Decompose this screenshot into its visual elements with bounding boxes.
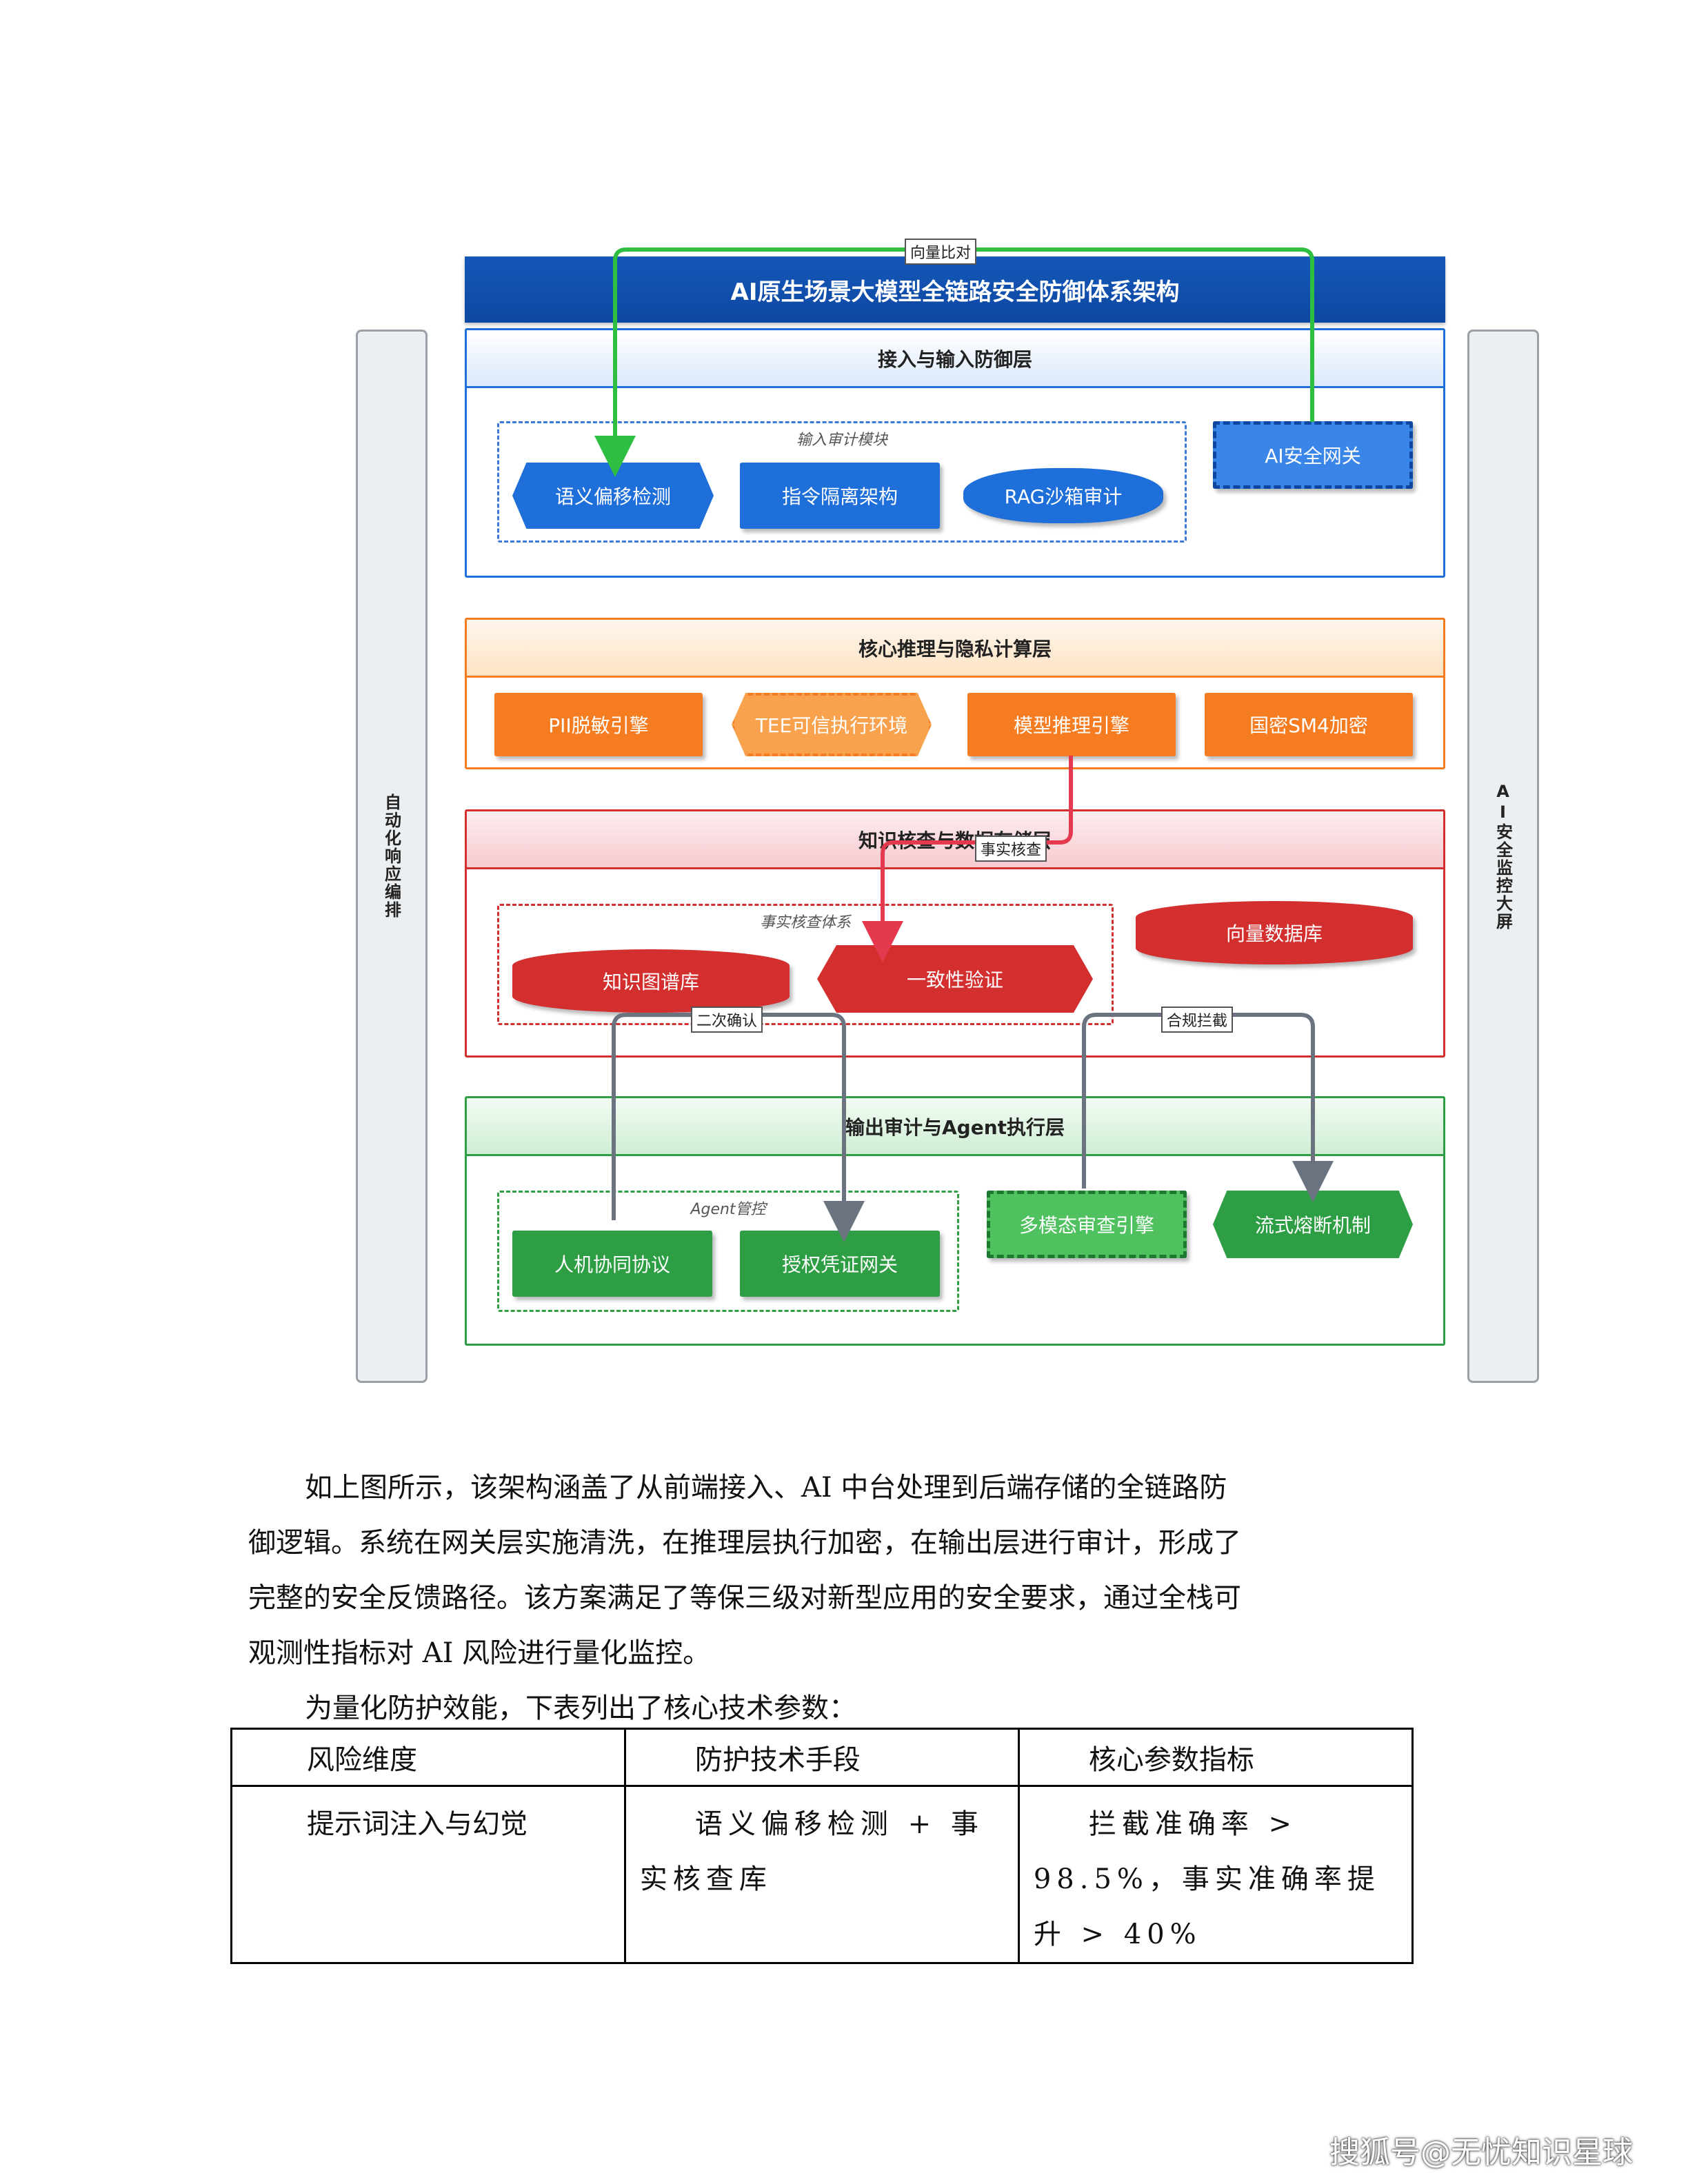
human-ai-protocol-node: 人机协同协议 [512, 1231, 712, 1297]
architecture-diagram: 自动化响应编排 AI安全监控大屏 AI原生场景大模型全链路安全防御体系架构 接入… [314, 207, 1611, 1448]
fact-check-label-tag: 事实核查 [975, 836, 1047, 862]
auto-response-column: 自动化响应编排 [356, 330, 428, 1383]
sm4-encryption-node: 国密SM4加密 [1205, 693, 1413, 756]
table-row: 提示词注入与幻觉 语义偏移检测 + 事实核查库 拦截准确率 > 98.5%，事实… [230, 1785, 1414, 1964]
knowledge-graph-node: 知识图谱库 [512, 949, 790, 1013]
model-inference-node: 模型推理引擎 [967, 693, 1176, 756]
ai-monitor-column: AI安全监控大屏 [1467, 330, 1539, 1383]
table-header-row: 风险维度 防护技术手段 核心参数指标 [230, 1728, 1414, 1787]
diagram-title: AI原生场景大模型全链路安全防御体系架构 [465, 256, 1445, 323]
body-paragraph-1: 如上图所示，该架构涵盖了从前端接入、AI 中台处理到后端存储的全链路防 御逻辑。… [248, 1460, 1434, 1681]
vector-compare-label: 向量比对 [905, 239, 977, 265]
agent-control-label: Agent管控 [690, 1201, 766, 1218]
vector-db-node: 向量数据库 [1136, 901, 1413, 964]
header-risk-dimension: 风险维度 [230, 1728, 626, 1787]
input-audit-label: 输入审计模块 [796, 432, 887, 449]
paragraph-line: 御逻辑。系统在网关层实施清洗，在推理层执行加密，在输出层进行审计，形成了 [248, 1527, 1241, 1559]
second-confirm-arrow [612, 1013, 865, 1242]
ai-gateway-node: AI安全网关 [1213, 421, 1413, 489]
multimodal-review-node: 多模态审查引擎 [987, 1191, 1187, 1258]
parameter-table: 风险维度 防护技术手段 核心参数指标 提示词注入与幻觉 语义偏移检测 + 事实核… [230, 1728, 1414, 1964]
inference-layer-title: 核心推理与隐私计算层 [467, 620, 1443, 678]
agent-control-group: Agent管控 [497, 1191, 959, 1312]
compliance-block-label: 合规拦截 [1161, 1007, 1234, 1033]
body-paragraph-2: 为量化防护效能，下表列出了核心技术参数： [305, 1692, 856, 1724]
second-confirm-label: 二次确认 [691, 1007, 763, 1033]
pii-masking-node: PII脱敏引擎 [494, 693, 703, 756]
cell-protection-method: 语义偏移检测 + 事实核查库 [623, 1785, 1020, 1964]
instruction-isolation-node: 指令隔离架构 [740, 463, 940, 529]
rag-sandbox-node: RAG沙箱审计 [963, 468, 1163, 523]
cell-risk-dimension: 提示词注入与幻觉 [230, 1785, 626, 1964]
tee-node: TEE可信执行环境 [732, 693, 932, 756]
input-audit-group: 输入审计模块 [497, 421, 1187, 543]
paragraph-line: 完整的安全反馈路径。该方案满足了等保三级对新型应用的安全要求，通过全栈可 [248, 1582, 1241, 1614]
inference-layer: 核心推理与隐私计算层 PII脱敏引擎 TEE可信执行环境 模型推理引擎 国密SM… [465, 618, 1445, 769]
output-layer-title: 输出审计与Agent执行层 [467, 1098, 1443, 1156]
input-layer-title: 接入与输入防御层 [467, 330, 1443, 388]
connector-layer [594, 247, 1334, 1242]
compliance-block-arrow [1082, 1013, 1334, 1202]
vector-compare-arrow [594, 247, 1314, 477]
cell-core-metrics: 拦截准确率 > 98.5%，事实准确率提升 > 40% [1017, 1785, 1414, 1964]
paragraph-line: 如上图所示，该架构涵盖了从前端接入、AI 中台处理到后端存储的全链路防 [305, 1472, 1227, 1504]
fact-check-label: 事实核查体系 [759, 914, 851, 931]
header-core-metrics: 核心参数指标 [1017, 1728, 1414, 1787]
header-protection-method: 防护技术手段 [623, 1728, 1020, 1787]
fact-check-group: 事实核查体系 [497, 904, 1114, 1025]
source-watermark: 搜狐号@无忧知识星球 [1329, 2135, 1633, 2170]
paragraph-line: 观测性指标对 AI 风险进行量化监控。 [248, 1637, 711, 1669]
